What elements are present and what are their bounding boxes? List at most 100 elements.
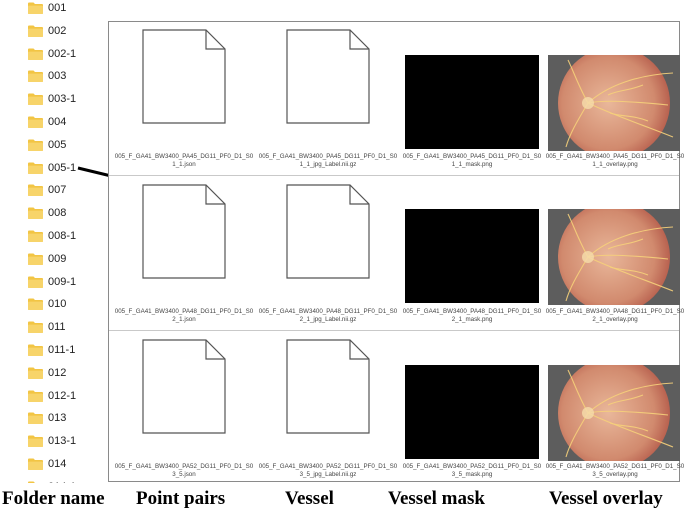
document-icon [286, 29, 370, 129]
folder-label: 014-1 [48, 481, 76, 483]
folder-item[interactable]: 009 [28, 250, 66, 268]
document-icon [142, 29, 226, 129]
folder-label: 012-1 [48, 389, 77, 402]
file-item-overlay[interactable]: 005_F_GA41_BW3400_PA52_DG11_PF0_D1_S0 3_… [542, 332, 685, 482]
folder-item[interactable]: 002 [28, 22, 66, 40]
folder-icon [28, 390, 43, 402]
document-icon [286, 339, 370, 439]
file-item-mask[interactable]: 005_F_GA41_BW3400_PA52_DG11_PF0_D1_S0 3_… [399, 332, 545, 482]
folder-item[interactable]: 013 [28, 409, 66, 427]
folder-icon [28, 207, 43, 220]
folder-label: 001 [48, 2, 67, 14]
folder-icon [28, 481, 43, 483]
folder-item[interactable]: 009-1 [28, 273, 76, 291]
mask-thumbnail [405, 55, 539, 149]
file-item-json[interactable]: 005_F_GA41_BW3400_PA52_DG11_PF0_D1_S0 3_… [111, 332, 257, 482]
mask-thumbnail [405, 365, 539, 459]
file-item-vessel[interactable]: 005_F_GA41_BW3400_PA52_DG11_PF0_D1_S0 3_… [255, 332, 401, 482]
folder-item[interactable]: 011-1 [28, 341, 75, 359]
file-item-mask[interactable]: 005_F_GA41_BW3400_PA48_DG11_PF0_D1_S0 2_… [399, 177, 545, 327]
caption-folder-name: Folder name [2, 488, 105, 509]
folder-label: 005 [48, 138, 67, 151]
folder-item[interactable]: 002-1 [28, 45, 76, 63]
overlay-thumbnail [548, 365, 680, 461]
row-divider [109, 175, 679, 176]
folder-label: 003 [48, 70, 67, 83]
folder-item[interactable]: 012 [28, 364, 66, 382]
folder-icon [28, 139, 43, 151]
folder-item[interactable]: 005 [28, 136, 66, 154]
folder-item[interactable]: 008-1 [28, 227, 76, 245]
folder-label: 009-1 [48, 275, 77, 288]
folder-item[interactable]: 012-1 [28, 387, 76, 405]
folder-icon [28, 116, 43, 128]
folder-item[interactable]: 007 [28, 181, 66, 199]
folder-icon [28, 70, 43, 83]
file-item-vessel[interactable]: 005_F_GA41_BW3400_PA45_DG11_PF0_D1_S0 1_… [255, 22, 401, 172]
folder-icon [28, 344, 43, 356]
folder-item[interactable]: 008 [28, 204, 66, 222]
folder-icon [28, 230, 43, 242]
folder-item[interactable]: 003-1 [28, 90, 76, 108]
folder-label: 005-1 [48, 161, 77, 174]
folder-item[interactable]: 004 [28, 113, 66, 131]
folder-label: 012 [48, 366, 67, 379]
folder-icon [28, 435, 43, 448]
folder-label: 011 [48, 321, 66, 334]
folder-icon [28, 367, 43, 379]
caption-point-pairs: Point pairs [136, 488, 226, 509]
folder-label: 003-1 [48, 93, 77, 106]
folder-icon [28, 276, 43, 288]
file-item-overlay[interactable]: 005_F_GA41_BW3400_PA48_DG11_PF0_D1_S0 2_… [542, 177, 685, 327]
folder-item[interactable]: 014 [28, 455, 66, 473]
folder-icon [28, 48, 43, 60]
overlay-thumbnail [548, 55, 680, 151]
folder-icon [28, 298, 43, 311]
mask-thumbnail [405, 209, 539, 303]
file-item-mask[interactable]: 005_F_GA41_BW3400_PA45_DG11_PF0_D1_S0 1_… [399, 22, 545, 172]
folder-item[interactable]: 010 [28, 295, 66, 313]
file-item-json[interactable]: 005_F_GA41_BW3400_PA48_DG11_PF0_D1_S0 2_… [111, 177, 257, 327]
file-item-vessel[interactable]: 005_F_GA41_BW3400_PA48_DG11_PF0_D1_S0 2_… [255, 177, 401, 327]
document-icon [142, 184, 226, 284]
folder-icon [28, 2, 43, 14]
folder-item[interactable]: 005-1 [28, 159, 76, 177]
folder-icon [28, 321, 43, 334]
folder-label: 007 [48, 184, 67, 197]
folder-label: 008 [48, 207, 67, 220]
file-name: 005_F_GA41_BW3400_PA52_DG11_PF0_D1_S0 3_… [258, 463, 398, 478]
folder-item[interactable]: 013-1 [28, 432, 76, 450]
folder-item[interactable]: 011 [28, 318, 66, 336]
folder-icon [28, 184, 43, 197]
folder-label: 010 [48, 298, 67, 311]
folder-icon [28, 93, 43, 106]
folder-item[interactable]: 014-1 [28, 478, 76, 483]
file-name: 005_F_GA41_BW3400_PA48_DG11_PF0_D1_S0 2_… [114, 308, 254, 323]
folder-label: 002-1 [48, 47, 77, 60]
folder-label: 013 [48, 412, 67, 425]
folder-label: 014 [48, 458, 67, 470]
row-divider [109, 330, 679, 331]
file-item-overlay[interactable]: 005_F_GA41_BW3400_PA45_DG11_PF0_D1_S0 1_… [542, 22, 685, 172]
folder-item[interactable]: 003 [28, 67, 66, 85]
folder-label: 002 [48, 24, 67, 37]
file-name: 005_F_GA41_BW3400_PA52_DG11_PF0_D1_S0 3_… [114, 463, 254, 478]
caption-vessel-overlay: Vessel overlay [549, 488, 663, 509]
caption-vessel: Vessel [285, 488, 334, 509]
folder-icon [28, 412, 43, 425]
file-name: 005_F_GA41_BW3400_PA52_DG11_PF0_D1_S0 3_… [402, 463, 542, 478]
folder-label: 004 [48, 116, 67, 128]
folder-label: 008-1 [48, 230, 77, 242]
folder-label: 009 [48, 252, 67, 265]
folder-label: 011-1 [48, 344, 76, 356]
caption-vessel-mask: Vessel mask [388, 488, 485, 509]
file-panel: 005_F_GA41_BW3400_PA45_DG11_PF0_D1_S0 1_… [108, 21, 684, 482]
document-icon [286, 184, 370, 284]
folder-item[interactable]: 001 [28, 0, 66, 17]
file-name: 005_F_GA41_BW3400_PA45_DG11_PF0_D1_S0 1_… [114, 153, 254, 168]
file-item-json[interactable]: 005_F_GA41_BW3400_PA45_DG11_PF0_D1_S0 1_… [111, 22, 257, 172]
document-icon [142, 339, 226, 439]
folder-icon [28, 25, 43, 37]
file-name: 005_F_GA41_BW3400_PA52_DG11_PF0_D1_S0 3_… [545, 463, 685, 478]
file-name: 005_F_GA41_BW3400_PA45_DG11_PF0_D1_S0 1_… [402, 153, 542, 168]
